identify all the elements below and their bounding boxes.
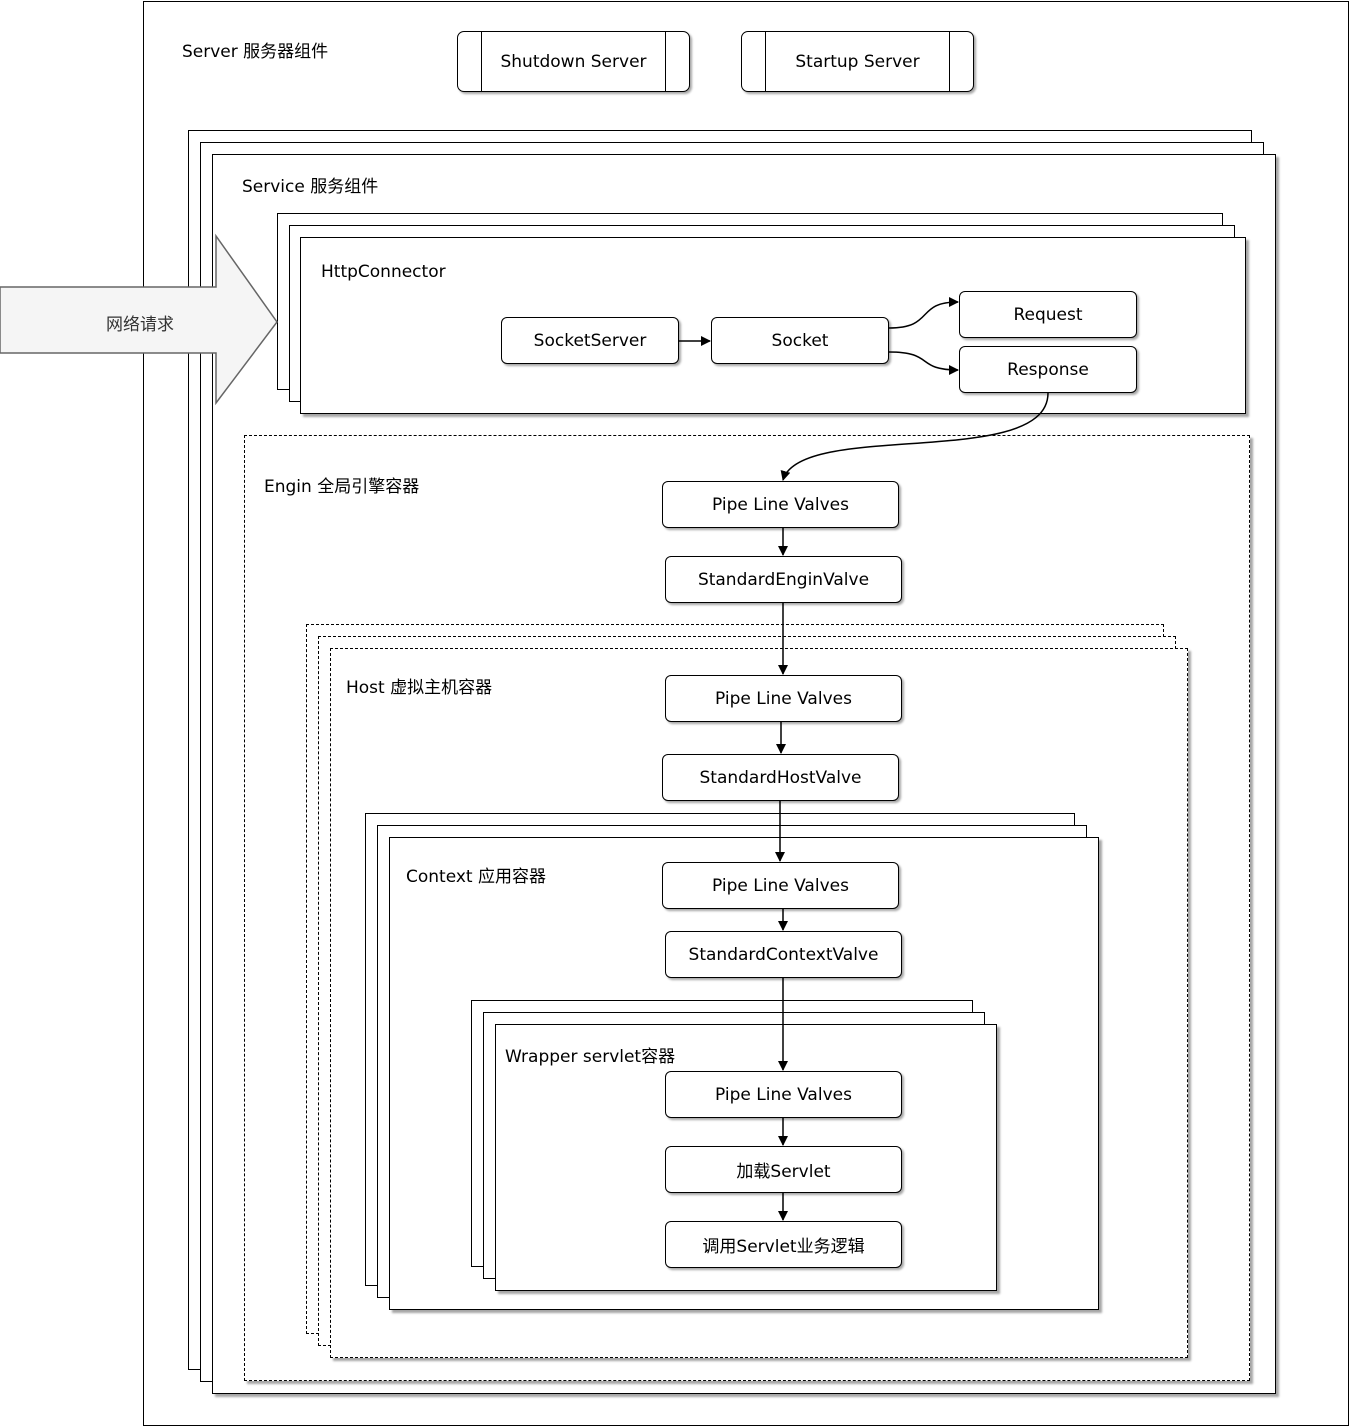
context-pipeline-label: Pipe Line Valves [712,875,849,896]
context-label: Context 应用容器 [406,867,547,887]
host-pipeline-node: Pipe Line Valves [665,675,902,722]
startup-server-node: Startup Server [741,31,974,92]
engine-valve-label: StandardEnginValve [697,569,870,590]
shutdown-server-node: Shutdown Server [457,31,690,92]
host-label: Host 虚拟主机容器 [346,678,493,698]
socket-node: Socket [711,317,889,364]
server-label: Server 服务器组件 [182,42,329,62]
response-label: Response [1007,359,1089,380]
network-request-arrow [0,233,278,406]
engine-valve-node: StandardEnginValve [665,556,902,603]
load-servlet-node: 加载Servlet [665,1146,902,1193]
response-node: Response [959,346,1137,393]
host-pipeline-label: Pipe Line Valves [715,688,852,709]
invoke-servlet-label: 调用Servlet业务逻辑 [702,1237,865,1257]
connector-label: HttpConnector [321,262,446,282]
startup-server-label: Startup Server [795,51,920,72]
wrapper-pipeline-node: Pipe Line Valves [665,1071,902,1118]
socket-server-label: SocketServer [533,330,647,351]
load-servlet-label: 加载Servlet [736,1162,831,1182]
host-valve-node: StandardHostValve [662,754,899,801]
engine-pipeline-node: Pipe Line Valves [662,481,899,528]
request-node: Request [959,291,1137,338]
socket-server-node: SocketServer [501,317,679,364]
service-label: Service 服务组件 [242,177,379,197]
context-valve-node: StandardContextValve [665,931,902,978]
shutdown-server-label: Shutdown Server [500,51,647,72]
host-valve-label: StandardHostValve [699,767,862,788]
network-request-label: 网络请求 [106,315,174,335]
invoke-servlet-node: 调用Servlet业务逻辑 [665,1221,902,1268]
engine-pipeline-label: Pipe Line Valves [712,494,849,515]
wrapper-pipeline-label: Pipe Line Valves [715,1084,852,1105]
engine-label: Engin 全局引擎容器 [264,477,420,497]
wrapper-label: Wrapper servlet容器 [505,1047,676,1067]
context-valve-label: StandardContextValve [688,944,879,965]
socket-label: Socket [771,330,829,351]
request-label: Request [1013,304,1083,325]
context-pipeline-node: Pipe Line Valves [662,862,899,909]
